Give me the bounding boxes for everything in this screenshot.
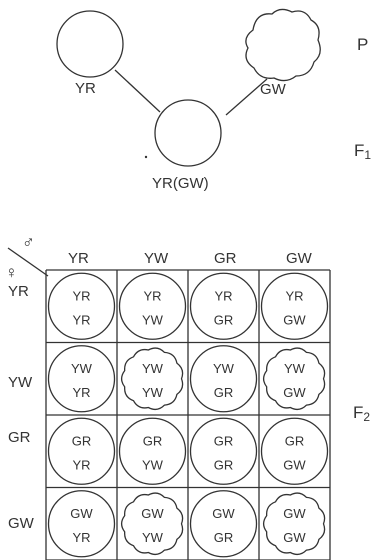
punnett-cells: YRYRYRYWYRGRYRGWYWYRYWYWYWGRYWGWGRYRGRYW… (47, 272, 329, 558)
male-symbol: ♂ (22, 233, 35, 252)
f1-dot (144, 155, 148, 159)
cell-bottom-genotype: YR (72, 312, 90, 327)
round-seed (47, 272, 116, 340)
round-seed (189, 272, 258, 340)
row-header: GR (8, 429, 31, 446)
cell-bottom-genotype: GW (283, 530, 306, 545)
round-seed (189, 490, 258, 558)
cell-bottom-genotype: YR (72, 457, 90, 472)
col-header: GR (214, 250, 237, 267)
generation-f2-subscript: 2 (363, 410, 370, 424)
row-header: YR (8, 283, 29, 300)
cell-bottom-genotype: GR (214, 312, 234, 327)
punnett-cell: GR YW (118, 417, 187, 485)
header-diagonal (7, 247, 49, 277)
cross-line-left (114, 69, 161, 113)
generation-p-label: P (357, 35, 368, 54)
punnett-cell: GW GR (189, 490, 258, 558)
f1-seed (154, 99, 222, 167)
punnett-cell: GR YR (47, 417, 116, 485)
punnett-cell: YW YR (47, 345, 116, 413)
parent-left-label: YR (75, 80, 96, 97)
round-seed (118, 272, 187, 340)
female-symbol: ♀ (5, 263, 18, 282)
generation-f2-letter: F (353, 403, 363, 422)
generation-f1-subscript: 1 (364, 148, 371, 162)
punnett-grid (45, 269, 331, 560)
round-seed (47, 490, 116, 558)
column-headers: YR YW GR GW (68, 250, 313, 267)
cell-top-genotype: GW (70, 506, 93, 521)
round-seed (47, 417, 116, 485)
punnett-cell: YW GR (189, 345, 258, 413)
wrinkled-seed (262, 347, 326, 411)
wrinkled-seed (120, 347, 184, 411)
punnett-cell: GW GW (262, 492, 326, 556)
cell-bottom-genotype: YW (142, 312, 164, 327)
punnett-cell: GW YR (47, 490, 116, 558)
round-seed (189, 417, 258, 485)
punnett-cell: GR GW (260, 417, 329, 485)
round-seed (260, 417, 329, 485)
cell-bottom-genotype: YW (142, 457, 164, 472)
cell-top-genotype: GR (285, 433, 305, 448)
cell-bottom-genotype: YW (142, 530, 164, 545)
cell-top-genotype: YW (142, 361, 164, 376)
cell-bottom-genotype: YR (72, 385, 90, 400)
col-header: GW (286, 250, 313, 267)
cell-top-genotype: YW (71, 361, 93, 376)
cell-top-genotype: GW (212, 506, 235, 521)
wrinkled-seed (262, 492, 326, 556)
round-seed (118, 417, 187, 485)
punnett-cell: YW YW (120, 347, 184, 411)
cell-top-genotype: GR (72, 433, 92, 448)
col-header: YW (144, 250, 169, 267)
cell-bottom-genotype: GW (283, 457, 306, 472)
cell-top-genotype: GW (141, 506, 164, 521)
row-headers: YR YW GR GW (8, 283, 35, 532)
parent-seed-round (56, 10, 124, 78)
round-seed (189, 345, 258, 413)
punnett-cell: YR GR (189, 272, 258, 340)
punnett-cell: YR YW (118, 272, 187, 340)
cell-top-genotype: YR (214, 288, 232, 303)
cross-line-right (225, 78, 268, 116)
punnett-cell: YR YR (47, 272, 116, 340)
row-header: GW (8, 515, 35, 532)
punnett-cell: YR GW (260, 272, 329, 340)
cell-bottom-genotype: GW (283, 385, 306, 400)
wrinkled-seed (120, 492, 184, 556)
cell-top-genotype: GW (283, 506, 306, 521)
cell-top-genotype: YR (143, 288, 161, 303)
punnett-cell: GW YW (120, 492, 184, 556)
cell-bottom-genotype: YR (72, 530, 90, 545)
punnett-cell: GR GR (189, 417, 258, 485)
generation-f1-letter: F (354, 141, 364, 160)
cell-bottom-genotype: GW (283, 312, 306, 327)
punnett-cell: YW GW (262, 347, 326, 411)
cell-top-genotype: YR (285, 288, 303, 303)
cell-bottom-genotype: GR (214, 457, 234, 472)
generation-f2-label: F2 (353, 403, 370, 424)
generation-f1-label: F1 (354, 141, 371, 162)
col-header: YR (68, 250, 89, 267)
parent-seed-wrinkled (245, 8, 321, 82)
round-seed (260, 272, 329, 340)
cell-top-genotype: YR (72, 288, 90, 303)
row-header: YW (8, 374, 33, 391)
cell-bottom-genotype: YW (142, 385, 164, 400)
cell-top-genotype: YW (213, 361, 235, 376)
f1-label: YR(GW) (152, 175, 209, 192)
cell-top-genotype: GR (214, 433, 234, 448)
parent-right-label: GW (260, 81, 287, 98)
round-seed (47, 345, 116, 413)
cell-bottom-genotype: GR (214, 385, 234, 400)
cell-top-genotype: YW (284, 361, 306, 376)
cell-bottom-genotype: GR (214, 530, 234, 545)
cell-top-genotype: GR (143, 433, 163, 448)
